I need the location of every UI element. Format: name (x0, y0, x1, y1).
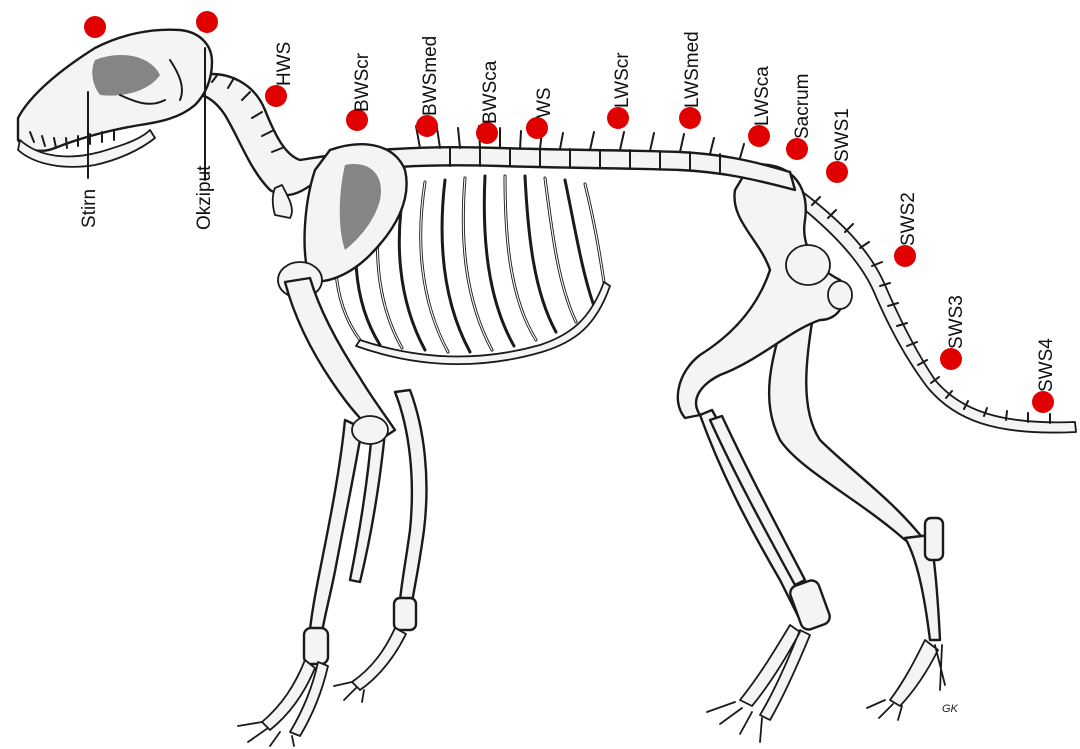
marker-label-stirn: Stirn (79, 189, 100, 228)
marker-dot-bwsmed (416, 115, 438, 137)
marker-dot-lwscr (607, 107, 629, 129)
marker-label-bwsmed: BWSmed (420, 36, 441, 116)
skull (18, 30, 212, 180)
marker-dot-ws (526, 117, 548, 139)
marker-label-hws: HWS (274, 42, 295, 86)
skeleton-illustration: GK (18, 30, 1076, 746)
marker-label-sws1: SWS1 (832, 108, 853, 162)
marker-label-lwsmed: LWSmed (682, 31, 703, 108)
marker-label-bwsca: BWSca (480, 60, 501, 124)
marker-dot-sacrum (786, 138, 808, 160)
marker-label-sws2: SWS2 (898, 192, 919, 246)
marker-label-lwsca: LWSca (752, 66, 773, 126)
marker-label-sws3: SWS3 (946, 295, 967, 349)
marker-label-okziput: Okziput (194, 165, 215, 230)
marker-label-sws4: SWS4 (1036, 338, 1057, 392)
marker-label-bwscr: BWScr (352, 52, 373, 112)
marker-label-ws: WS (534, 87, 555, 118)
marker-dot-sws4 (1032, 391, 1054, 413)
marker-dot-sws3 (940, 348, 962, 370)
artist-signature: GK (942, 703, 959, 715)
marker-dot-sws2 (894, 245, 916, 267)
marker-label-lwscr: LWScr (612, 52, 633, 108)
marker-dot-okziput (196, 11, 218, 33)
marker-dot-lwsca (748, 125, 770, 147)
marker-label-sacrum: Sacrum (792, 74, 813, 139)
marker-dot-bwsca (476, 122, 498, 144)
marker-dot-stirn (84, 16, 106, 38)
marker-dot-hws (265, 85, 287, 107)
marker-dot-lwsmed (679, 107, 701, 129)
marker-dot-sws1 (826, 161, 848, 183)
